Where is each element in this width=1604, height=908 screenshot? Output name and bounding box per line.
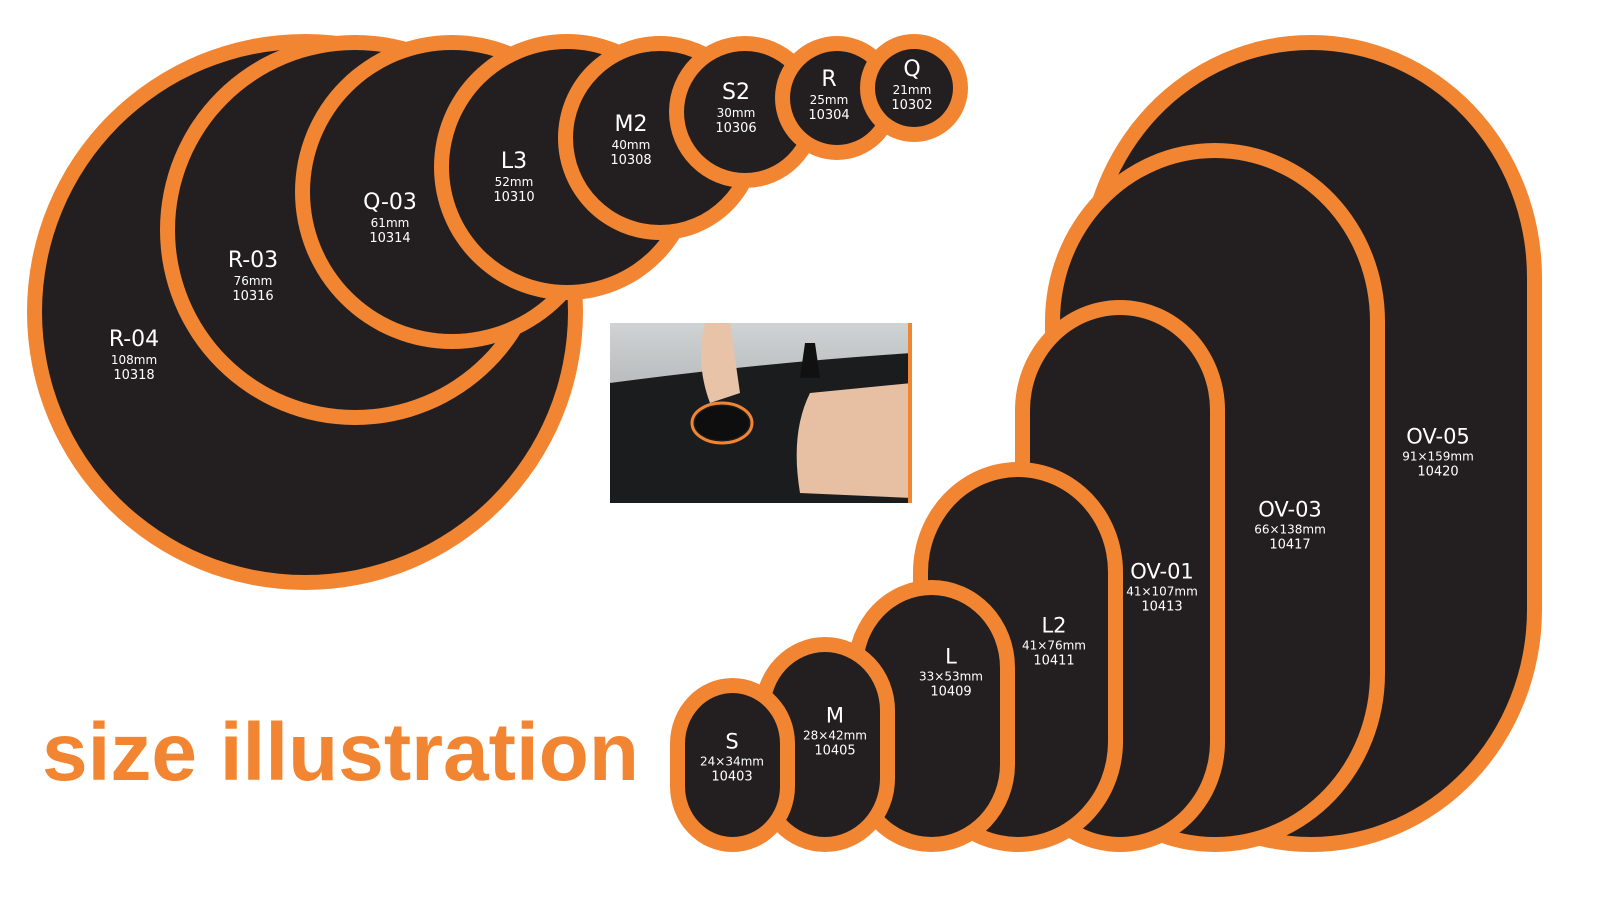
patch-name: R	[821, 66, 837, 92]
patch-code: 10316	[232, 288, 274, 304]
patch-size: 21mm	[892, 83, 932, 98]
patch-name: OV-03	[1258, 497, 1322, 522]
patch-name: R-03	[227, 247, 279, 273]
patch-name: S2	[722, 79, 750, 105]
round-patch-q	[875, 49, 953, 127]
patch-code: 10302	[891, 97, 933, 113]
patch-code: 10318	[113, 367, 155, 383]
patch-size: 76mm	[233, 274, 273, 289]
patch-code: 10417	[1269, 536, 1311, 552]
patch-name: S	[725, 729, 739, 754]
patch-name: Q	[903, 56, 921, 82]
patch-size: 30mm	[716, 106, 756, 121]
patch-size: 40mm	[611, 138, 651, 153]
patch-code: 10420	[1417, 463, 1459, 479]
patch-code: 10411	[1033, 652, 1075, 668]
patch-name: R-04	[108, 326, 160, 352]
patch-size: 33×53mm	[919, 669, 983, 684]
patch-code: 10405	[814, 742, 856, 758]
patch-size: 24×34mm	[700, 754, 764, 769]
patch-name: M2	[614, 111, 648, 137]
patch-name: L	[945, 644, 957, 669]
patch-code: 10403	[711, 768, 753, 784]
patch-size: 52mm	[494, 175, 534, 190]
size-illustration-title: size illustration	[42, 707, 639, 798]
patch-name: OV-05	[1406, 424, 1470, 449]
round-patch-s2	[684, 51, 806, 173]
patch-code: 10308	[610, 152, 652, 168]
patch-name: Q-03	[363, 189, 417, 215]
patch-name: L2	[1041, 613, 1067, 638]
oval-patch-m	[770, 652, 880, 837]
patch-code: 10413	[1141, 598, 1183, 614]
round-patch-r	[790, 51, 884, 145]
oval-patch-l	[863, 595, 1000, 837]
patch-size: 61mm	[370, 216, 410, 231]
patch-name: L3	[500, 148, 528, 174]
patch-name: OV-01	[1130, 559, 1194, 584]
patch-size: 28×42mm	[803, 728, 867, 743]
patch-size: 25mm	[809, 93, 849, 108]
patch-size: 108mm	[110, 353, 158, 368]
patch-code: 10306	[715, 120, 757, 136]
patch-size: 41×107mm	[1126, 584, 1198, 599]
patch-code: 10310	[493, 189, 535, 205]
patch-size: 91×159mm	[1402, 449, 1474, 464]
tube-repair-photo	[610, 323, 912, 503]
patch-code: 10409	[930, 683, 972, 699]
patch-name: M	[825, 703, 845, 728]
patch-code: 10304	[808, 107, 850, 123]
patch-code: 10314	[369, 230, 411, 246]
patch-size: 66×138mm	[1254, 522, 1326, 537]
oval-patch-s	[685, 693, 780, 837]
patch-size: 41×76mm	[1022, 638, 1086, 653]
